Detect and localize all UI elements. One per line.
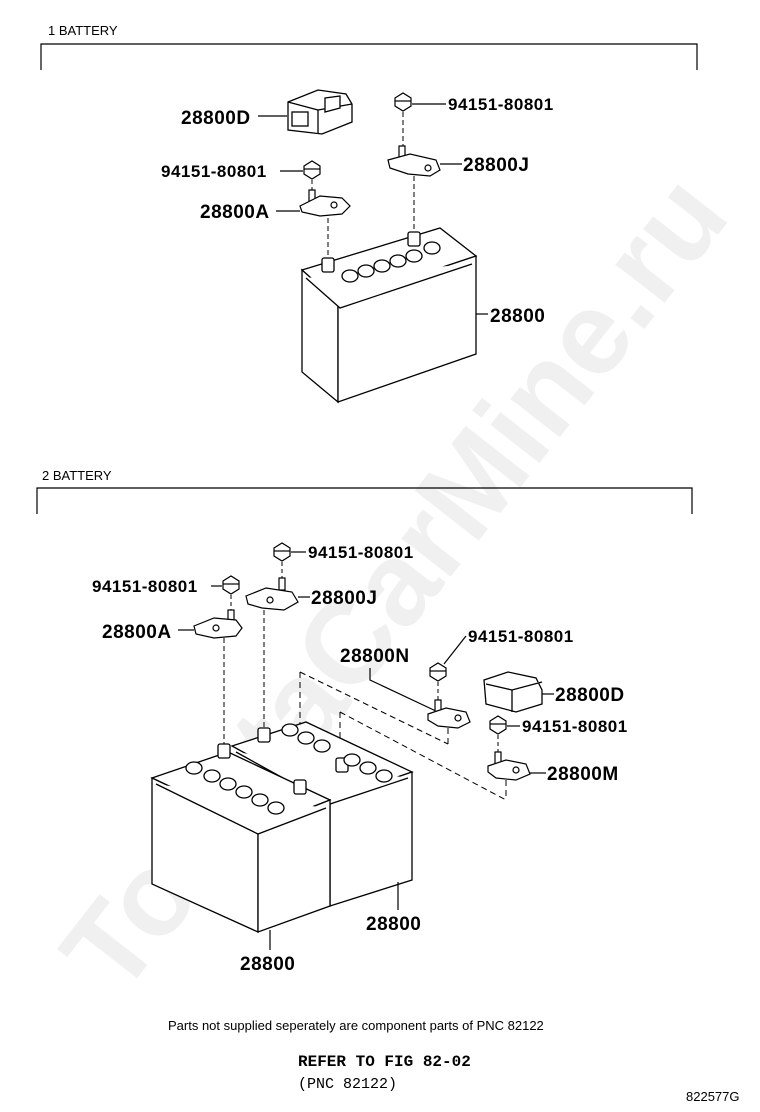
part-label-28800A-2: 28800A [102, 622, 172, 643]
section-1-title: 1 BATTERY [48, 23, 118, 38]
part-label-94151-80801-a: 94151-80801 [448, 95, 554, 114]
part-label-28800: 28800 [490, 306, 545, 327]
part-label-28800J-2: 28800J [311, 588, 377, 609]
part-label-28800M: 28800M [547, 764, 619, 785]
part-label-94151-80801-b: 94151-80801 [161, 162, 267, 181]
pnc-reference: (PNC 82122) [298, 1076, 397, 1093]
terminal-j-icon [245, 577, 299, 611]
part-label-28800D: 28800D [181, 108, 251, 129]
battery-icon [300, 227, 478, 404]
nut-icon [489, 715, 507, 735]
nut-icon [429, 662, 447, 682]
terminal-cover-icon [483, 671, 543, 713]
part-label-94151-80801-2: 94151-80801 [92, 577, 198, 596]
part-label-28800-right: 28800 [366, 914, 421, 935]
part-label-28800D-2: 28800D [555, 685, 625, 706]
part-label-28800-left: 28800 [240, 954, 295, 975]
part-label-94151-80801-3: 94151-80801 [468, 627, 574, 646]
nut-icon [303, 160, 321, 180]
terminal-a-icon [299, 189, 351, 217]
terminal-m-icon [487, 751, 531, 781]
terminal-n-icon [427, 699, 471, 729]
nut-icon [394, 92, 412, 112]
part-label-94151-80801-1: 94151-80801 [308, 543, 414, 562]
section-1-bracket [40, 43, 698, 70]
figure-code: 822577G [686, 1089, 740, 1104]
part-label-28800A: 28800A [200, 202, 270, 223]
terminal-cover-icon [287, 89, 353, 135]
leader-line [443, 635, 467, 665]
section-2-bracket [36, 487, 693, 514]
part-label-94151-80801-4: 94151-80801 [522, 717, 628, 736]
nut-icon [222, 575, 240, 595]
refer-link[interactable]: REFER TO FIG 82-02 [298, 1053, 471, 1071]
footer-note: Parts not supplied seperately are compon… [168, 1018, 544, 1033]
terminal-j-icon [387, 145, 441, 177]
part-label-28800J: 28800J [463, 155, 529, 176]
leader-line [369, 668, 439, 713]
section-2-title: 2 BATTERY [42, 468, 112, 483]
terminal-a-icon [193, 609, 243, 639]
battery-left-icon [150, 743, 332, 934]
part-label-28800N: 28800N [340, 646, 410, 667]
battery-right-icon [230, 721, 414, 907]
nut-icon [273, 542, 291, 562]
